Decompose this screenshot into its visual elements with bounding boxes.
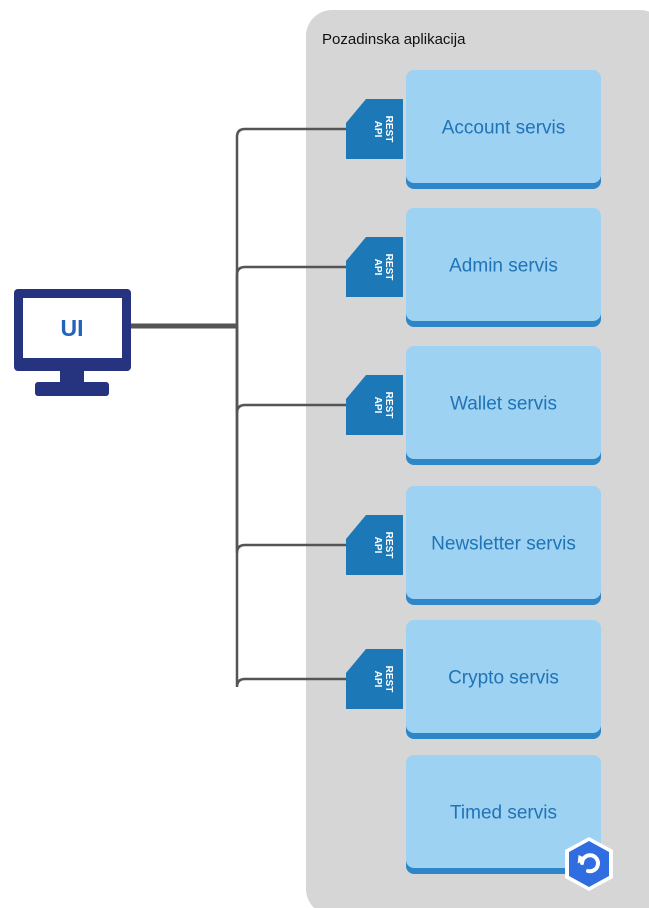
- service-label: Newsletter servis: [431, 534, 576, 555]
- rest-api-tag: RESTAPI: [346, 237, 403, 297]
- rest-api-label-line: REST: [383, 666, 394, 693]
- service-label: Wallet servis: [450, 394, 557, 415]
- rest-api-label: RESTAPI: [372, 532, 394, 559]
- service-box: [406, 620, 601, 733]
- service-box: [406, 486, 601, 599]
- rest-api-tag-shape: [346, 649, 403, 709]
- rest-api-label-line: REST: [383, 392, 394, 419]
- rest-api-label-line: API: [372, 537, 383, 554]
- service-box: [406, 208, 601, 321]
- service-box: [406, 346, 601, 459]
- service-1: Account servis RESTAPI: [346, 70, 601, 189]
- rest-api-tag: RESTAPI: [346, 99, 403, 159]
- rest-api-label-line: REST: [383, 116, 394, 143]
- service-box: [406, 70, 601, 183]
- rest-api-tag-shape: [346, 99, 403, 159]
- refresh-hexagon-icon: [565, 837, 613, 891]
- connectors: [131, 127, 346, 688]
- connector-branch-5: [235, 326, 346, 688]
- backend-container-title: Pozadinska aplikacija: [322, 31, 466, 48]
- rest-api-label-line: API: [372, 121, 383, 138]
- rest-api-label: RESTAPI: [372, 392, 394, 419]
- ui-label: UI: [61, 315, 84, 341]
- service-label: Account servis: [442, 118, 566, 139]
- rest-api-label-line: API: [372, 671, 383, 688]
- rest-api-label: RESTAPI: [372, 254, 394, 281]
- rest-api-label-line: API: [372, 259, 383, 276]
- service-4: Newsletter servis RESTAPI: [346, 486, 601, 605]
- rest-api-label-line: REST: [383, 532, 394, 559]
- rest-api-label-line: API: [372, 397, 383, 414]
- rest-api-label: RESTAPI: [372, 666, 394, 693]
- connector-branch-2: [235, 265, 346, 326]
- service-label: Timed servis: [450, 803, 557, 824]
- connector-branch-1: [235, 127, 346, 326]
- rest-api-tag: RESTAPI: [346, 649, 403, 709]
- service-label: Admin servis: [449, 256, 558, 277]
- rest-api-tag: RESTAPI: [346, 515, 403, 575]
- rest-api-tag: RESTAPI: [346, 375, 403, 435]
- service-5: Crypto servis RESTAPI: [346, 620, 601, 739]
- rest-api-label-line: REST: [383, 254, 394, 281]
- rest-api-tag-shape: [346, 375, 403, 435]
- ui-client: UI: [14, 289, 131, 396]
- service-label: Crypto servis: [448, 668, 559, 689]
- rest-api-tag-shape: [346, 515, 403, 575]
- rest-api-tag-shape: [346, 237, 403, 297]
- service-3: Wallet servis RESTAPI: [346, 346, 601, 465]
- rest-api-label: RESTAPI: [372, 116, 394, 143]
- monitor-icon: [14, 289, 131, 396]
- service-box: [406, 755, 601, 868]
- service-2: Admin servis RESTAPI: [346, 208, 601, 327]
- service-6: Timed servis: [406, 755, 601, 874]
